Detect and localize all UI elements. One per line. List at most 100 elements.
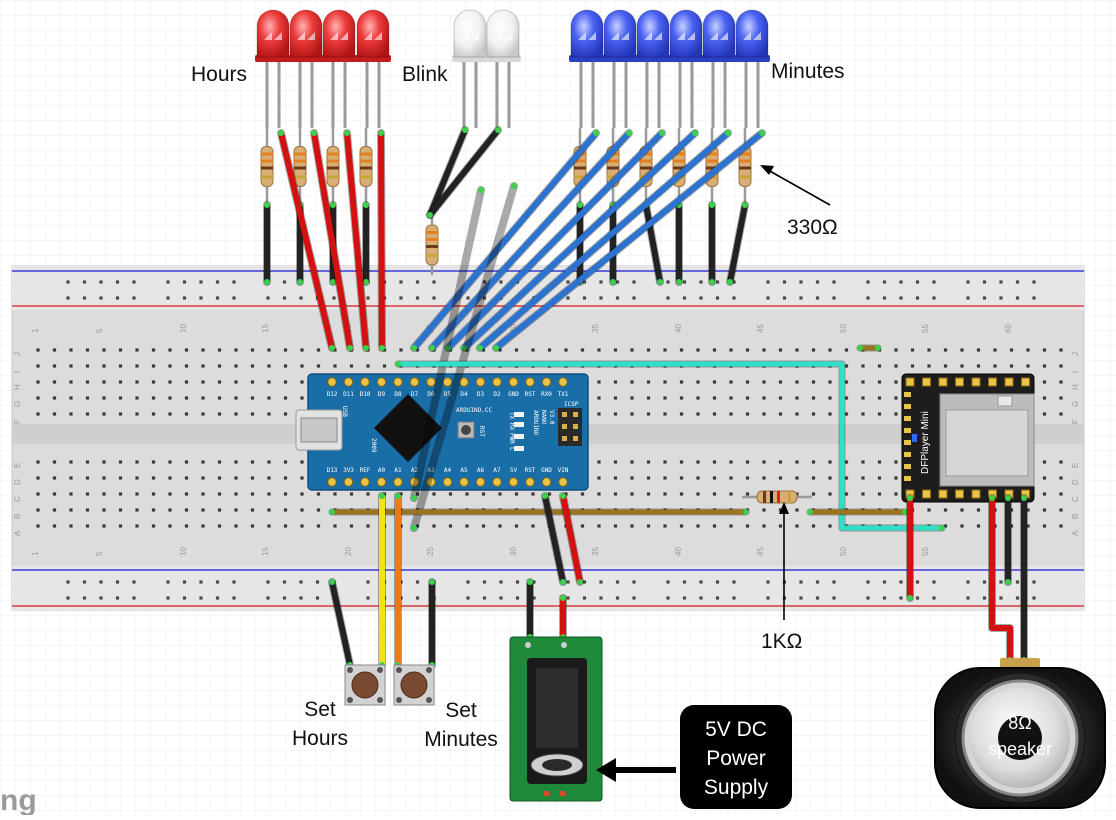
rail-hole	[966, 296, 970, 300]
bb-hole	[828, 492, 832, 496]
bb-hole	[630, 476, 634, 480]
arduino-gnd-wire	[542, 493, 566, 585]
speaker-positive-wire	[989, 495, 1013, 663]
rail-hole	[766, 580, 770, 584]
hours-signal-wire-end	[344, 130, 350, 136]
bb-hole	[201, 492, 205, 496]
ground-wire-hours-end	[363, 202, 369, 208]
dfplayer-mini: DFPlayer Mini	[901, 373, 1035, 503]
rail-hole	[615, 580, 620, 584]
icsp-label: ICSP	[564, 401, 579, 408]
bb-hole	[531, 492, 535, 496]
bb-hole	[1042, 460, 1047, 464]
bb-hole	[36, 524, 40, 528]
blink-ground-wire	[427, 127, 501, 218]
rail-hole	[399, 280, 403, 284]
bb-hole	[184, 492, 189, 496]
rail-hole	[999, 580, 1003, 584]
col-num: 5	[95, 328, 104, 333]
rail-hole	[966, 580, 970, 584]
dfplayer-top-pin	[955, 377, 964, 387]
resistor-330-band	[327, 159, 339, 163]
bb-hole	[844, 396, 849, 400]
rail-hole	[482, 280, 487, 284]
dfplayer-top-pin	[971, 377, 981, 387]
bb-hole	[69, 492, 73, 496]
bb-hole	[168, 364, 172, 368]
dfplayer-pins	[904, 377, 1030, 499]
bb-hole	[349, 524, 354, 528]
bb-hole	[267, 412, 271, 416]
power-label-line1: 5V DC	[705, 718, 767, 741]
rail-hole	[232, 296, 236, 300]
bb-hole	[415, 348, 420, 352]
set-minutes-button[interactable]	[393, 664, 435, 706]
rail-hole	[499, 280, 503, 284]
blue-led-glint	[720, 32, 728, 40]
ground-bus-wire-end	[329, 509, 335, 515]
dfplayer-top-pin	[1021, 377, 1030, 387]
row-letter: B	[13, 514, 22, 519]
breadboard-row-letters: J I H G F E D C B A J I H G F E D C B A	[13, 352, 1080, 536]
bb-hole	[696, 412, 700, 416]
bb-hole	[52, 364, 57, 368]
arduino-top-pin-label: D12	[327, 391, 338, 398]
bb-hole	[135, 412, 139, 416]
bb-hole	[168, 460, 172, 464]
ground-wire-minutes	[643, 202, 663, 285]
bb-hole	[745, 524, 750, 528]
rail-hole	[182, 296, 187, 300]
bb-hole	[1026, 364, 1030, 368]
rail-hole	[832, 596, 836, 600]
minutes-signal-wire-end	[725, 130, 731, 136]
rail-hole	[766, 280, 770, 284]
arduino-top-pin	[327, 377, 337, 387]
arduino-bottom-pin-label: 3V3	[343, 467, 354, 474]
rail-hole	[532, 580, 536, 584]
arduino-top-pin	[376, 377, 387, 387]
rail-hole	[1032, 296, 1036, 300]
set-hours-button[interactable]	[344, 664, 386, 706]
bb-hole	[1042, 380, 1047, 384]
arduino-vin-wire	[560, 493, 583, 585]
bb-hole	[1009, 524, 1014, 528]
rail-hole	[666, 296, 670, 300]
arduino-top-pin-label: D8	[394, 391, 402, 398]
bb-hole	[316, 524, 321, 528]
bb-hole	[333, 524, 337, 528]
bb-hole	[201, 364, 205, 368]
arduino-bottom-pin-label: A7	[493, 467, 501, 474]
bb-hole	[795, 476, 799, 480]
bb-hole	[267, 508, 271, 512]
dfplayer-bottom-pin	[938, 489, 948, 499]
col-num: 50	[839, 324, 848, 333]
bb-hole	[663, 460, 667, 464]
bb-hole	[679, 492, 684, 496]
arrow-330-head-icon	[760, 165, 774, 175]
resistor-330-band	[640, 166, 652, 170]
minutes-signal-wire	[477, 130, 731, 351]
arduino-bottom-pin-label: A2	[411, 467, 419, 474]
bb-hole	[613, 396, 618, 400]
bb-hole	[613, 460, 618, 464]
bb-hole	[201, 524, 205, 528]
speaker-positive-wire-end	[989, 495, 995, 501]
rail-hole	[632, 280, 636, 284]
bb-hole	[630, 524, 634, 528]
rail-hole	[582, 296, 587, 300]
bb-hole	[135, 396, 139, 400]
bb-hole	[646, 492, 651, 496]
bb-hole	[498, 348, 502, 352]
rail-hole	[532, 596, 536, 600]
rail-hole	[882, 280, 887, 284]
bb-hole	[811, 492, 816, 496]
bb-hole	[927, 364, 931, 368]
arduino-gnd-wire-end	[560, 579, 566, 585]
bb-hole	[366, 364, 370, 368]
row-letter: G	[1071, 401, 1080, 407]
bb-hole	[217, 380, 222, 384]
bb-hole	[679, 380, 684, 384]
bb-hole	[184, 476, 189, 480]
bb-hole	[234, 348, 238, 352]
bb-hole	[861, 476, 865, 480]
